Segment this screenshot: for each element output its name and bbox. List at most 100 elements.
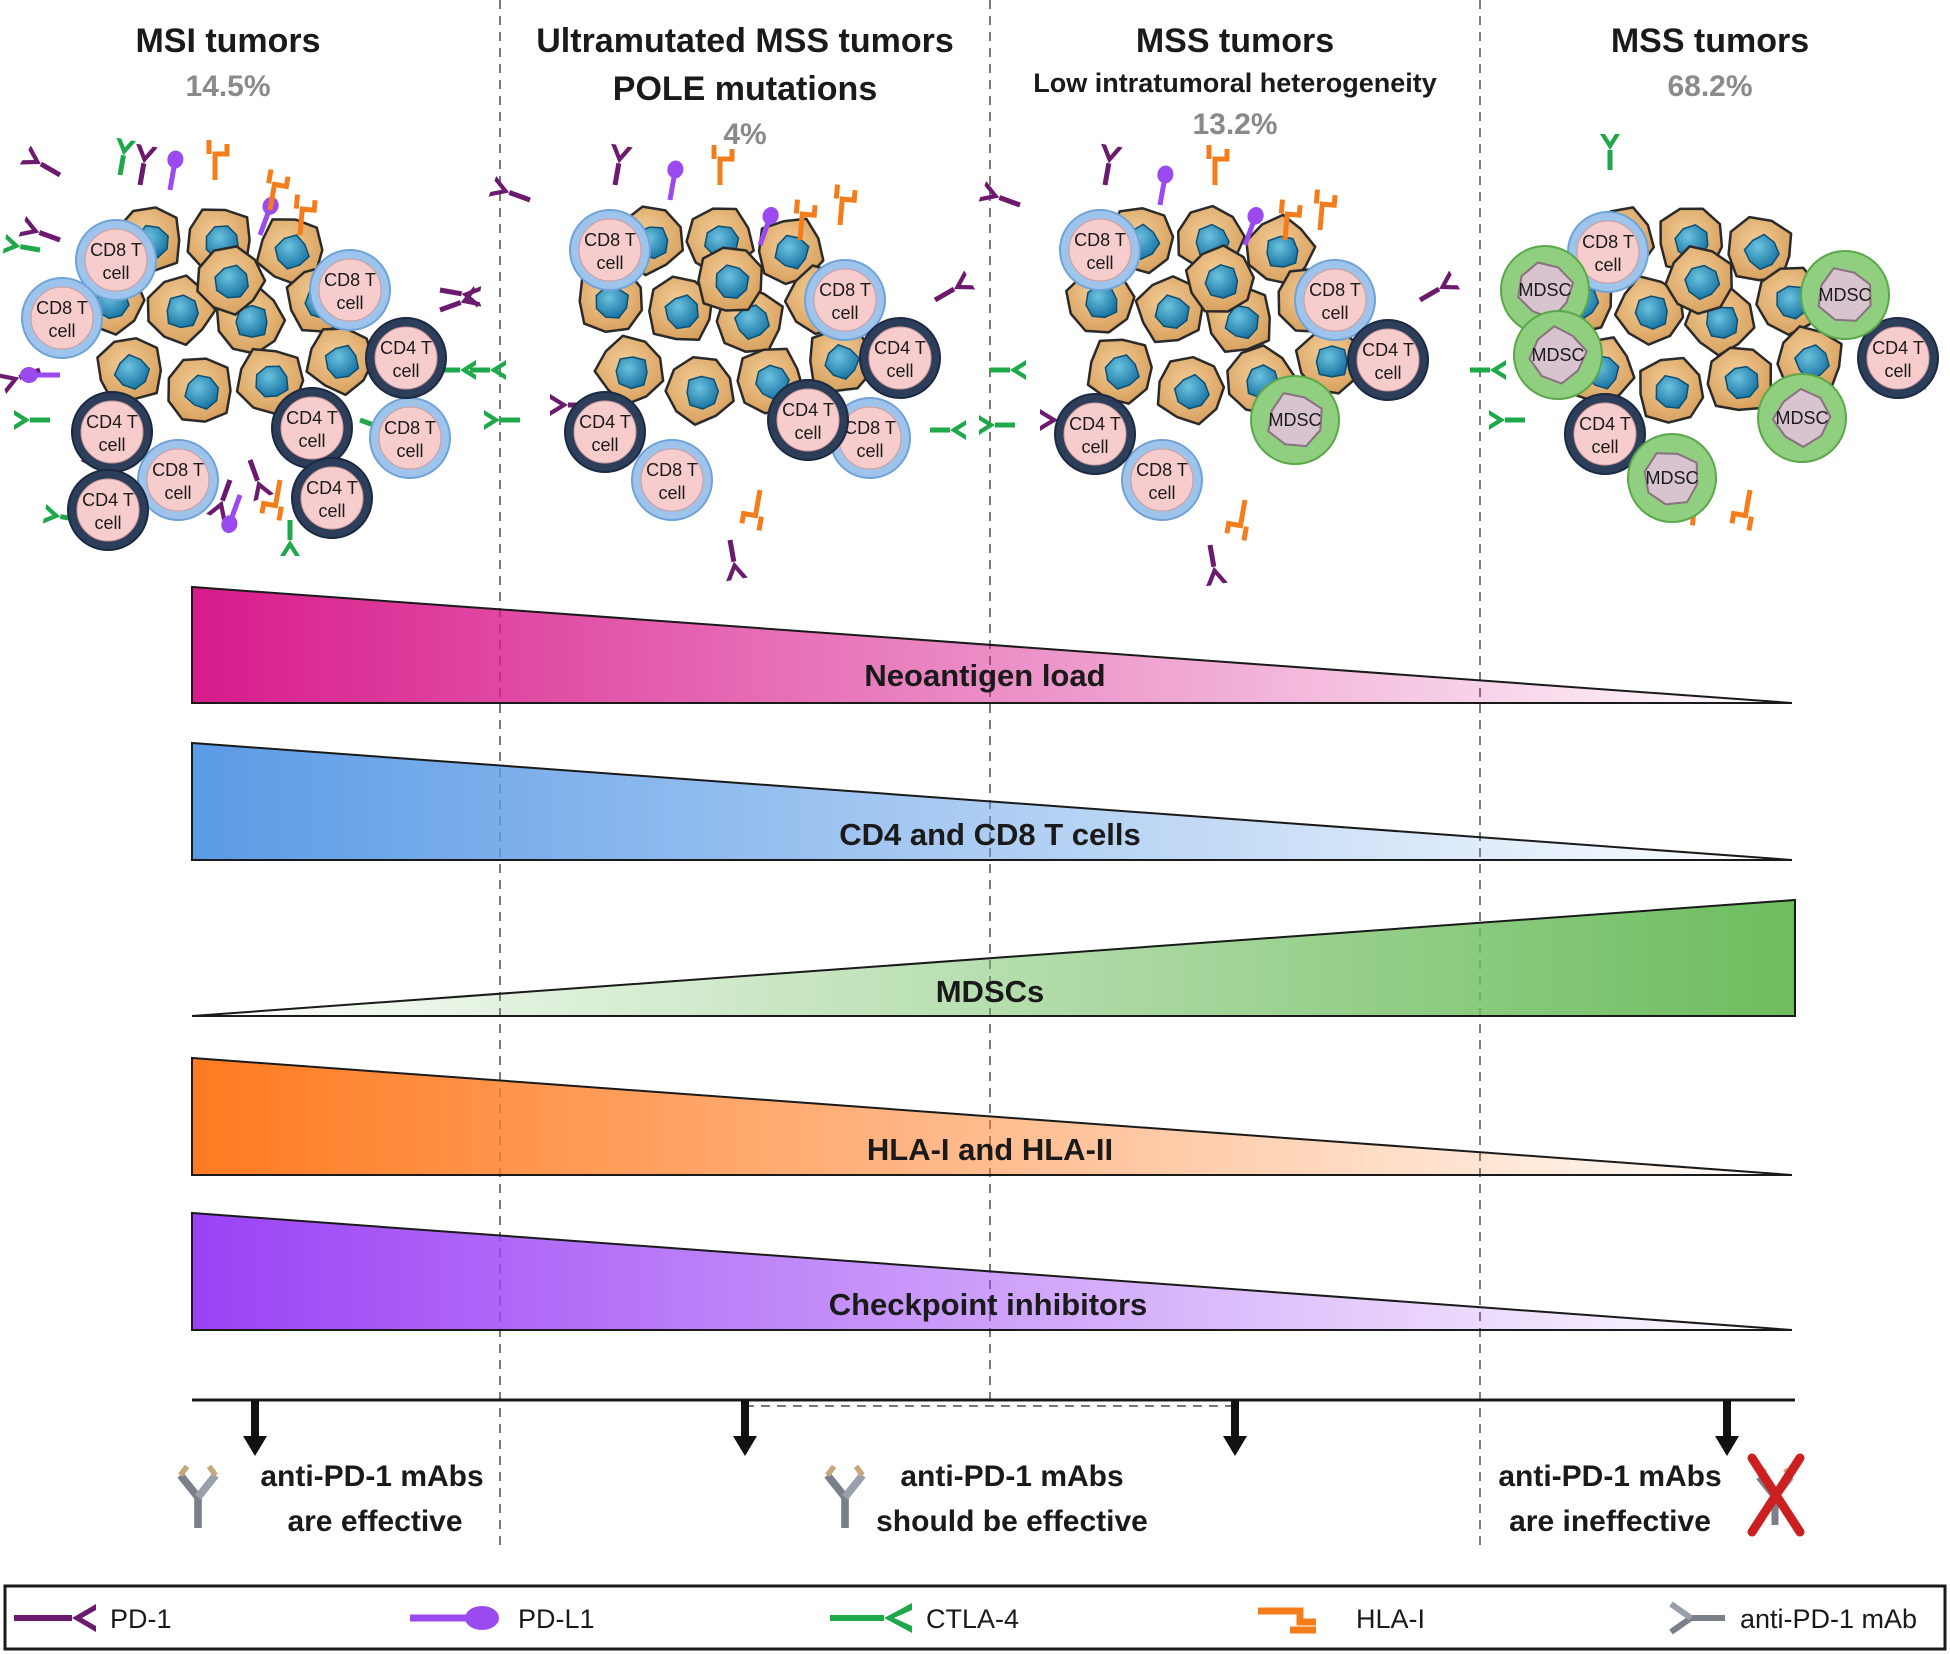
cell-label-line2: cell: [591, 435, 618, 455]
pdl1-ligand-icon: [167, 150, 184, 191]
cell-label-line2: cell: [1321, 303, 1348, 323]
tumor-cell: [1664, 245, 1733, 315]
cell-label-line2: cell: [1884, 361, 1911, 381]
cell-label-line2: cell: [336, 293, 363, 313]
antibody-icon: [177, 1464, 219, 1528]
hla-i-icon: [266, 169, 291, 211]
mdsc-cell: MDSC: [1800, 250, 1890, 340]
tumor-cell: [593, 334, 665, 407]
cell-label-line2: cell: [1594, 255, 1621, 275]
antibody-icon: [824, 1464, 866, 1528]
column-1-percent: 14.5%: [185, 70, 270, 103]
cell-label-line1: CD4 T: [1362, 340, 1414, 360]
cell-label-line1: CD4 T: [1069, 414, 1121, 434]
column-2-title: Ultramutated MSS tumors: [536, 22, 954, 60]
tumor-cell: [255, 218, 324, 286]
cell-label-line1: CD8 T: [1074, 230, 1126, 250]
wedge-label-t-cells: CD4 and CD8 T cells: [839, 817, 1140, 852]
pdl1-ligand-icon: [1157, 165, 1174, 206]
pd1-receptor-icon: [1206, 544, 1228, 587]
cell-label-line1: CD4 T: [782, 400, 834, 420]
cell-label-line2: cell: [318, 501, 345, 521]
legend-label-ctla4: CTLA-4: [926, 1604, 1019, 1634]
tumor-cell: [1184, 244, 1255, 313]
cell-label-line1: CD8 T: [90, 240, 142, 260]
cell-label-line1: CD8 T: [584, 230, 636, 250]
outcome-3-line2: are ineffective: [1509, 1505, 1711, 1538]
mdsc-cell: MDSC: [1757, 373, 1847, 463]
hla-i-icon: [206, 140, 230, 180]
tumor-cell: [167, 357, 232, 423]
hla-i-icon: [1224, 499, 1249, 541]
column-2-percent: 4%: [723, 118, 766, 151]
outcome-2-line2: should be effective: [876, 1505, 1148, 1538]
tumor-cell: [1245, 213, 1317, 286]
cell-label-line2: cell: [596, 253, 623, 273]
cell-label-line1: CD4 T: [874, 338, 926, 358]
column-3-subtitle: Low intratumoral heterogeneity: [1033, 68, 1437, 98]
ctla4-receptor-icon: [280, 520, 300, 556]
mdsc-cell: MDSC: [1513, 310, 1603, 400]
outcome-1-line1: anti-PD-1 mAbs: [260, 1460, 483, 1493]
cell-label: MDSC: [1532, 345, 1585, 365]
arrow-down-icon: [1715, 1400, 1739, 1456]
cd4-t-cell: CD4 T cell: [1857, 317, 1939, 399]
hla-i-icon: [1729, 489, 1754, 531]
cross-icon: [1747, 1453, 1805, 1537]
column-1-title: MSI tumors: [135, 22, 320, 60]
cell-label-line1: CD4 T: [380, 338, 432, 358]
cell-label: MDSC: [1646, 468, 1699, 488]
pdl1-ligand-icon: [667, 160, 684, 201]
cell-label-line2: cell: [1374, 363, 1401, 383]
cell-label-line1: CD8 T: [36, 298, 88, 318]
wedge-hla: [191, 1056, 1793, 1176]
ctla4-receptor-icon: [116, 137, 137, 176]
hla-i-icon: [711, 145, 735, 185]
tumor-cell: [809, 327, 874, 393]
ctla4-receptor-icon: [2, 233, 41, 254]
tumor-cell: [1294, 323, 1367, 395]
cell-label-line1: CD8 T: [646, 460, 698, 480]
cell-label-line1: CD8 T: [844, 418, 896, 438]
column-headers: MSI tumors 14.5% Ultramutated MSS tumors…: [135, 22, 1809, 151]
cell-label-line2: cell: [1081, 437, 1108, 457]
tumor-cell: [305, 327, 375, 397]
tumor-cell: [1134, 275, 1204, 344]
cell-label-line2: cell: [856, 441, 883, 461]
cell-label: MDSC: [1776, 408, 1829, 428]
tumor-cell: [196, 245, 267, 316]
cd8-t-cell: CD8 T cell: [829, 397, 911, 479]
cell-label-line1: CD4 T: [1872, 338, 1924, 358]
cell-label-line1: CD4 T: [579, 412, 631, 432]
pd1-receptor-icon: [439, 286, 482, 308]
cell-label-line1: CD4 T: [86, 412, 138, 432]
hla-i-icon: [1258, 1607, 1316, 1634]
cell-label-line1: CD4 T: [1579, 414, 1631, 434]
mdsc-cell: MDSC: [1250, 375, 1340, 465]
cd4-t-cell: CD4 T cell: [1347, 319, 1429, 401]
pd1-receptor-icon: [488, 175, 531, 203]
cd4-t-cell: CD4 T cell: [564, 391, 646, 473]
ctla4-receptor-icon: [484, 410, 520, 430]
hla-i-icon: [793, 199, 818, 241]
tumor-cell: [1613, 275, 1685, 346]
cell-label-line2: cell: [102, 263, 129, 283]
pd1-receptor-icon: [14, 1604, 96, 1632]
gradient-labels: Neoantigen load CD4 and CD8 T cells MDSC…: [829, 658, 1148, 1322]
pd1-receptor-icon: [1101, 143, 1123, 186]
legend-label-hla-i: HLA-I: [1356, 1604, 1425, 1634]
column-2-subtitle: POLE mutations: [613, 70, 877, 108]
gradient-wedges: [191, 585, 1796, 1331]
outcome-1-line2: are effective: [287, 1505, 462, 1538]
wedge-neoantigen-load: [191, 585, 1793, 704]
pdl1-ligand-icon: [20, 367, 60, 383]
